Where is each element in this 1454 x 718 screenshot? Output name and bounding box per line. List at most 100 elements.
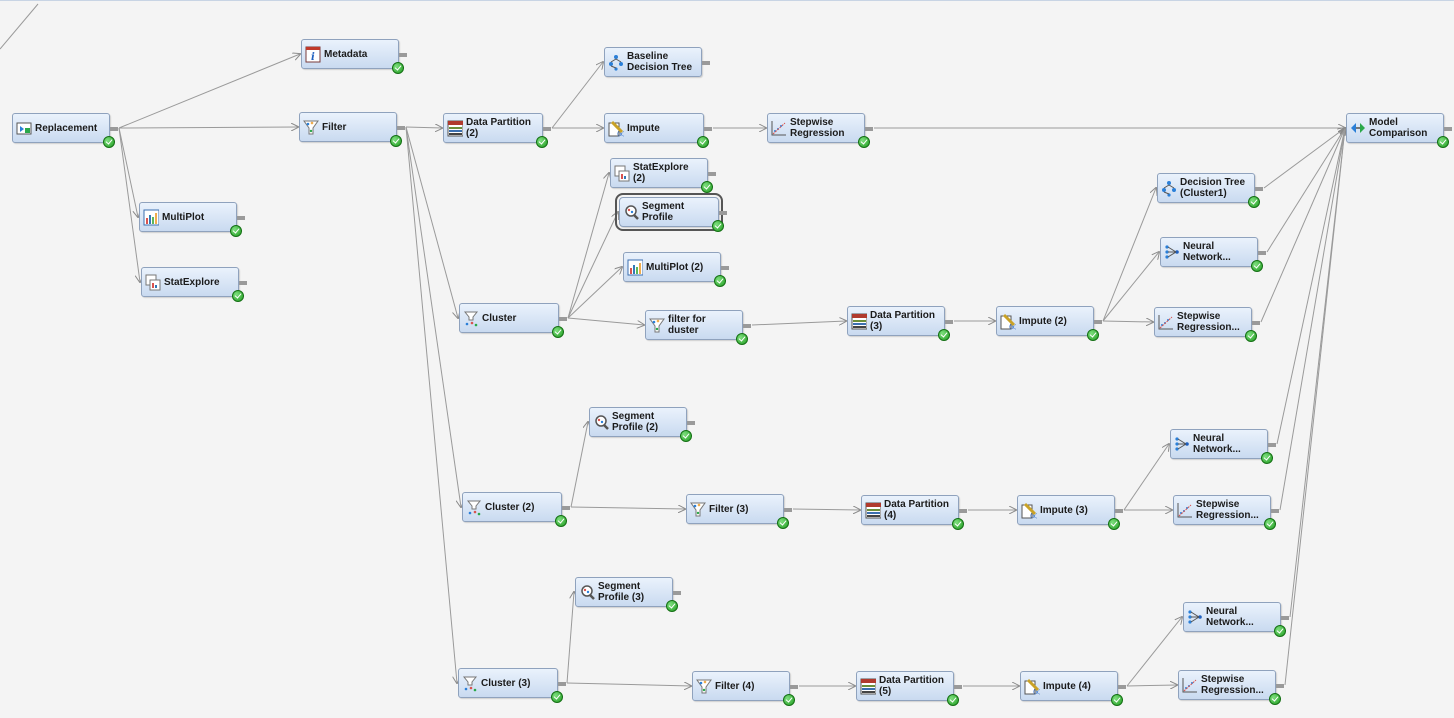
connection-cluster3-to-segprofile3[interactable] xyxy=(566,592,574,684)
output-port[interactable] xyxy=(865,127,873,131)
connection-cluster-to-multiplot2[interactable] xyxy=(567,267,622,319)
connection-impute2-to-dtcluster1[interactable] xyxy=(1102,188,1156,322)
output-port[interactable] xyxy=(399,53,407,57)
output-port[interactable] xyxy=(704,127,712,131)
node-stepreg2[interactable]: Stepwise Regression... xyxy=(1173,495,1279,530)
output-port[interactable] xyxy=(1281,616,1289,620)
node-impute3[interactable]: (x)Impute (3) xyxy=(1017,495,1123,530)
node-multiplot[interactable]: MultiPlot xyxy=(139,202,245,237)
output-port[interactable] xyxy=(559,317,567,321)
connection-replacement-to-multiplot[interactable] xyxy=(118,127,138,217)
node-cluster2[interactable]: Cluster (2) xyxy=(462,492,570,527)
output-port[interactable] xyxy=(1258,251,1266,255)
connection-impute2-to-nn1[interactable] xyxy=(1102,252,1159,322)
connection-filtercluster-to-datapartition3[interactable] xyxy=(751,321,846,326)
output-port[interactable] xyxy=(784,508,792,512)
node-datapartition5[interactable]: Data Partition (5) xyxy=(856,671,962,706)
output-port[interactable] xyxy=(1444,127,1452,131)
node-filter3[interactable]: Filter (3) xyxy=(686,494,792,529)
output-port[interactable] xyxy=(562,506,570,510)
connection-dtcluster1-to-modelcomparison[interactable] xyxy=(1263,128,1345,189)
node-multiplot2[interactable]: MultiPlot (2) xyxy=(623,252,729,287)
output-port[interactable] xyxy=(397,126,405,130)
connection-cluster-to-statexplore2[interactable] xyxy=(567,173,609,319)
node-datapartition2[interactable]: Data Partition (2) xyxy=(443,113,551,148)
node-segprofile2[interactable]: Segment Profile (2) xyxy=(589,407,695,442)
connection-cluster-to-segprofile[interactable] xyxy=(567,212,618,319)
node-impute[interactable]: (x)Impute xyxy=(604,113,712,148)
connection-impute4-to-nn3[interactable] xyxy=(1126,617,1182,687)
node-datapartition3[interactable]: Data Partition (3) xyxy=(847,306,953,341)
connection-filter-to-cluster3[interactable] xyxy=(405,126,457,683)
node-cluster3[interactable]: Cluster (3) xyxy=(458,668,566,703)
node-nn3[interactable]: Neural Network... xyxy=(1183,602,1289,637)
connection-filter-to-cluster[interactable] xyxy=(405,126,458,318)
node-nn1[interactable]: Neural Network... xyxy=(1160,237,1266,272)
node-modelcomparison[interactable]: Model Comparison xyxy=(1346,113,1452,148)
output-port[interactable] xyxy=(1276,684,1284,688)
output-port[interactable] xyxy=(708,172,716,176)
output-port[interactable] xyxy=(239,281,247,285)
output-port[interactable] xyxy=(1118,685,1126,689)
connection-replacement-to-metadata[interactable] xyxy=(118,54,300,129)
connection-nn2-to-modelcomparison[interactable] xyxy=(1276,128,1345,445)
output-port[interactable] xyxy=(1115,509,1123,513)
connection-nn1-to-modelcomparison[interactable] xyxy=(1266,128,1345,253)
connection-cluster3-to-filter4[interactable] xyxy=(566,683,691,686)
node-filter4[interactable]: Filter (4) xyxy=(692,671,798,706)
node-filtercluster[interactable]: filter for duster xyxy=(645,310,751,345)
connection-impute4-to-stepreg3[interactable] xyxy=(1126,685,1177,686)
output-port[interactable] xyxy=(110,127,118,131)
output-port[interactable] xyxy=(721,266,729,270)
connection-impute2-to-stepreg1[interactable] xyxy=(1102,321,1153,322)
output-port[interactable] xyxy=(743,324,751,328)
node-datapartition4[interactable]: Data Partition (4) xyxy=(861,495,967,530)
node-cluster[interactable]: Cluster xyxy=(459,303,567,338)
node-impute4[interactable]: (x)Impute (4) xyxy=(1020,671,1126,706)
node-stepwise[interactable]: Stepwise Regression xyxy=(767,113,873,148)
connection-stepreg1-to-modelcomparison[interactable] xyxy=(1260,128,1345,323)
connection-replacement-to-statexplore[interactable] xyxy=(118,127,140,282)
output-port[interactable] xyxy=(1094,320,1102,324)
connection-filter-to-datapartition2[interactable] xyxy=(405,127,442,128)
connection-datapartition2-to-baseline[interactable] xyxy=(551,62,603,129)
output-port[interactable] xyxy=(1252,321,1260,325)
connection-cluster2-to-filter3[interactable] xyxy=(570,507,685,509)
output-port[interactable] xyxy=(673,591,681,595)
node-statexplore2[interactable]: StatExplore (2) xyxy=(610,158,716,193)
node-stepreg3[interactable]: Stepwise Regression... xyxy=(1178,670,1284,705)
connection-cluster-to-filtercluster[interactable] xyxy=(567,317,644,325)
node-segprofile3[interactable]: Segment Profile (3) xyxy=(575,577,681,612)
node-impute2[interactable]: (x)Impute (2) xyxy=(996,306,1102,341)
output-port[interactable] xyxy=(954,685,962,689)
output-port[interactable] xyxy=(945,320,953,324)
output-port[interactable] xyxy=(558,682,566,686)
connection-filter3-to-datapartition4[interactable] xyxy=(792,509,860,510)
node-replacement[interactable]: Replacement xyxy=(12,113,118,148)
output-port[interactable] xyxy=(702,61,710,65)
output-port[interactable] xyxy=(687,421,695,425)
node-nn2[interactable]: Neural Network... xyxy=(1170,429,1276,464)
node-segprofile[interactable]: Segment Profile xyxy=(615,193,727,232)
node-stepreg1[interactable]: Stepwise Regression... xyxy=(1154,307,1260,342)
connection-stepreg3-to-modelcomparison[interactable] xyxy=(1284,128,1345,686)
connection-filter-to-cluster2[interactable] xyxy=(405,126,461,507)
node-statexplore[interactable]: StatExplore xyxy=(141,267,247,302)
node-baseline[interactable]: Baseline Decision Tree xyxy=(604,47,710,77)
output-port[interactable] xyxy=(790,685,798,689)
connection-replacement-to-filter[interactable] xyxy=(118,127,298,128)
output-port[interactable] xyxy=(1271,509,1279,513)
connection-cluster2-to-segprofile2[interactable] xyxy=(570,422,588,508)
node-dtcluster1[interactable]: Decision Tree (Cluster1) xyxy=(1157,173,1263,208)
output-port[interactable] xyxy=(1255,187,1263,191)
output-port[interactable] xyxy=(1268,443,1276,447)
connection-impute3-to-nn2[interactable] xyxy=(1123,444,1169,511)
output-port[interactable] xyxy=(719,211,727,215)
node-filter[interactable]: Filter xyxy=(299,112,405,147)
connection-stepreg2-to-modelcomparison[interactable] xyxy=(1279,128,1345,511)
output-port[interactable] xyxy=(237,216,245,220)
output-port[interactable] xyxy=(543,127,551,131)
output-port[interactable] xyxy=(959,509,967,513)
